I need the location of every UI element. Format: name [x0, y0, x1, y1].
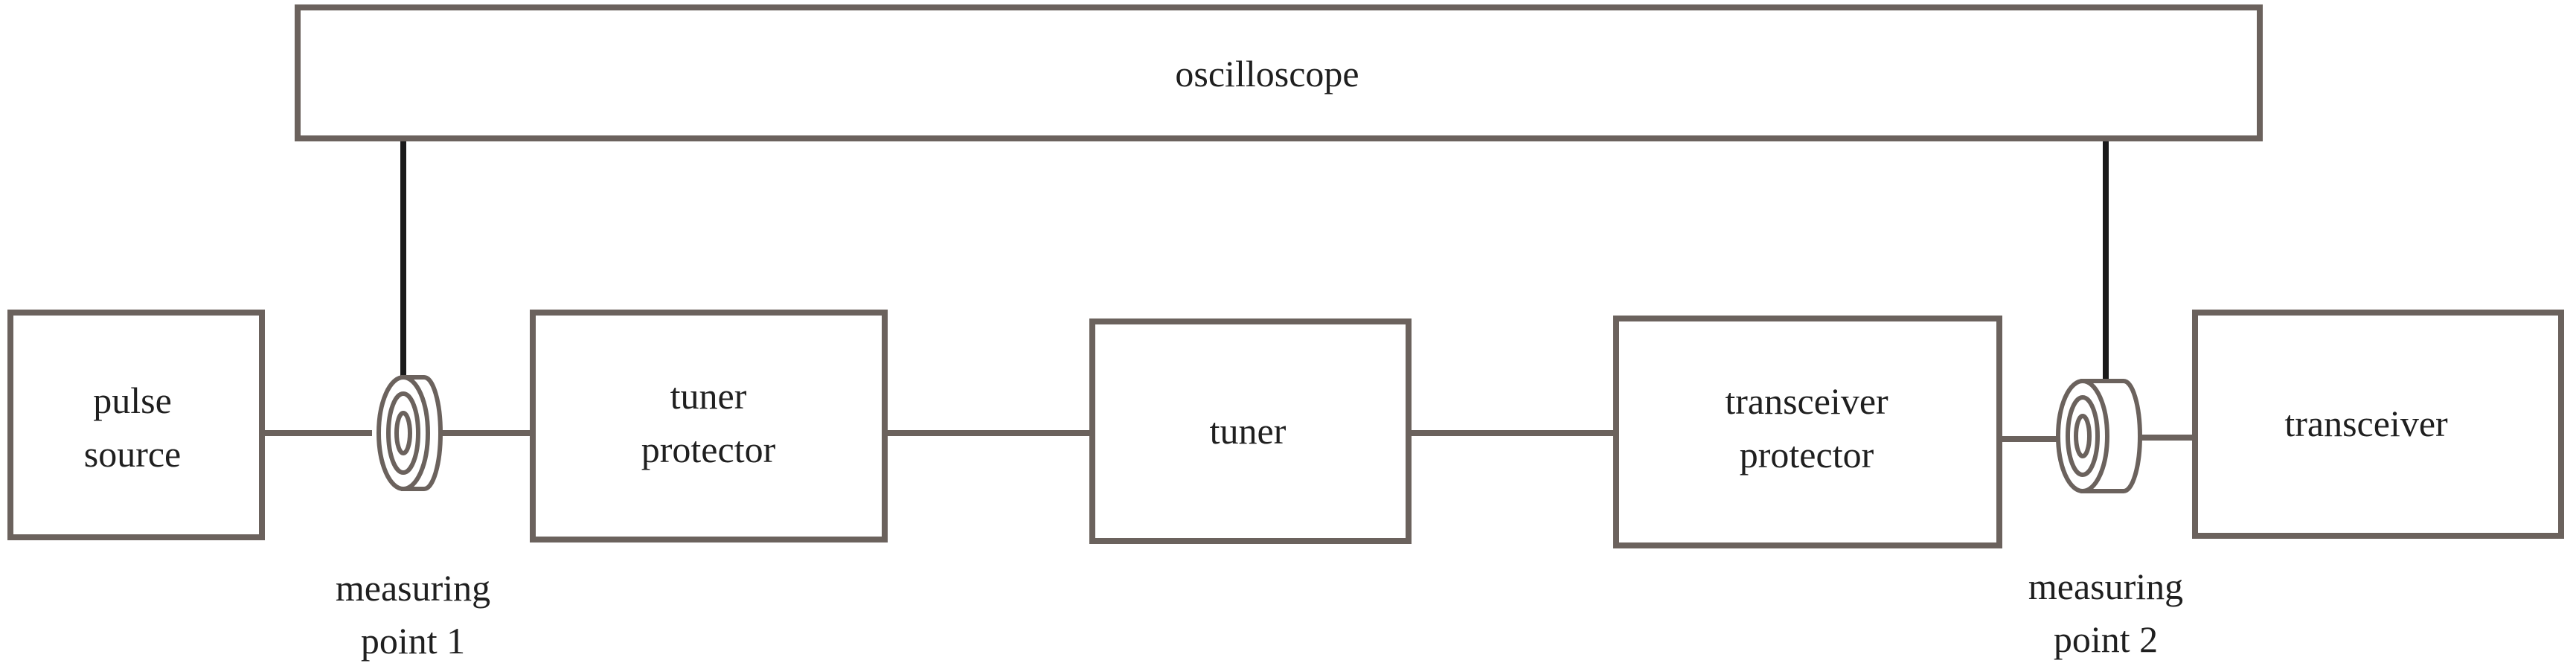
transceiver-box [2192, 310, 2564, 539]
oscilloscope-box [295, 4, 2263, 141]
oscilloscope-label: oscilloscope [1175, 53, 1359, 95]
measuring-point-2-label: point 2 [2054, 618, 2158, 660]
measuring-point-2-probe [2056, 379, 2142, 493]
pulse-source-label: pulse [93, 380, 172, 421]
transceiver-protector-box [1613, 316, 2002, 548]
measuring-point-2-label: measuring [2028, 566, 2183, 607]
transceiver-protector-label: protector [1740, 434, 1874, 476]
measuring-point-1-label: measuring [336, 567, 490, 609]
measuring-point-1-probe [377, 375, 443, 491]
tuner-protector-box [530, 310, 888, 542]
tuner-label: tuner [1210, 410, 1287, 452]
pulse-source-label: source [84, 433, 182, 475]
transceiver-label: transceiver [2284, 403, 2448, 444]
tuner-protector-label: tuner [670, 375, 747, 417]
transceiver-protector-label: transceiver [1725, 380, 1888, 422]
pulse-source-box [7, 310, 265, 540]
measuring-point-1-label: point 1 [361, 620, 465, 662]
tuner-box [1089, 319, 1412, 544]
tuner-protector-label: protector [641, 429, 776, 470]
